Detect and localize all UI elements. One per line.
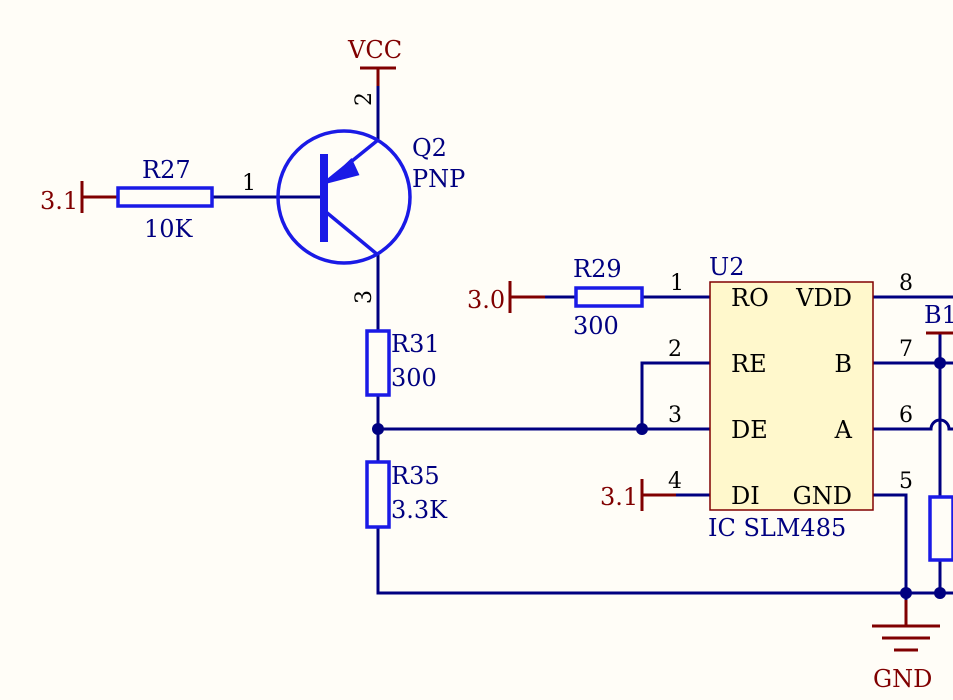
u2-pin-number-6: 6 bbox=[899, 403, 913, 428]
junction-gnd-rail bbox=[900, 587, 912, 599]
q2-type: PNP bbox=[412, 165, 465, 193]
q2-transistor[interactable] bbox=[276, 129, 412, 265]
r31-designator: R31 bbox=[391, 330, 440, 358]
u2-pin-number-5: 5 bbox=[899, 469, 913, 494]
net-3-1-left-label: 3.1 bbox=[40, 187, 78, 215]
u2-pin-di: DI bbox=[731, 482, 760, 510]
r35-body[interactable] bbox=[365, 460, 391, 529]
r29-designator: R29 bbox=[573, 255, 622, 283]
q2-envelope bbox=[276, 129, 412, 265]
u2-pin-number-3: 3 bbox=[668, 403, 682, 428]
net-3-1-bottom-label: 3.1 bbox=[600, 483, 638, 511]
u2-pin-gnd: GND bbox=[793, 482, 852, 510]
u2-designator: U2 bbox=[709, 253, 745, 281]
u2-pin-number-7: 7 bbox=[899, 337, 913, 362]
u2-pin-number-4: 4 bbox=[668, 469, 682, 494]
r27-designator: R27 bbox=[142, 156, 191, 184]
net-3-0-label: 3.0 bbox=[467, 286, 505, 314]
q2-collector-lead bbox=[324, 210, 380, 257]
junction-b1-b bbox=[934, 357, 946, 369]
u2-part: IC SLM485 bbox=[708, 514, 846, 542]
r31-body[interactable] bbox=[365, 329, 391, 397]
b1-designator: B1 bbox=[924, 301, 953, 329]
junction-re-de bbox=[636, 423, 648, 435]
wire-gnd-pin bbox=[871, 493, 908, 622]
q2-pin-collector-number: 3 bbox=[352, 290, 377, 304]
q2-pin-emitter-number: 2 bbox=[352, 92, 377, 106]
q2-pin-base-number: 1 bbox=[242, 171, 256, 196]
q2-designator: Q2 bbox=[412, 134, 447, 162]
r35-designator: R35 bbox=[391, 462, 440, 490]
gnd-label: GND bbox=[873, 665, 932, 693]
junction-b1-bottom bbox=[934, 587, 946, 599]
r31-value: 300 bbox=[391, 364, 437, 392]
junction-node-r31-r35 bbox=[372, 423, 384, 435]
u2-pin-a: A bbox=[834, 416, 853, 444]
q2-emitter-arrow bbox=[323, 158, 360, 185]
r29-body[interactable] bbox=[574, 286, 644, 308]
wire-re-de bbox=[640, 361, 712, 431]
r27-value: 10K bbox=[144, 215, 194, 243]
u2-pin-vdd: VDD bbox=[795, 284, 852, 312]
b1-body[interactable] bbox=[928, 495, 953, 562]
u2-pin-de: DE bbox=[731, 416, 768, 444]
u2-pin-re: RE bbox=[731, 350, 767, 378]
r29-value: 300 bbox=[573, 312, 619, 340]
r27-body[interactable] bbox=[116, 186, 214, 208]
u2-pin-b: B bbox=[834, 350, 852, 378]
u2-ic-body[interactable] bbox=[709, 281, 874, 511]
vcc-label: VCC bbox=[347, 36, 402, 64]
u2-pin-number-8: 8 bbox=[899, 271, 913, 296]
u2-pin-ro: RO bbox=[731, 284, 769, 312]
u2-pin-number-1: 1 bbox=[670, 271, 684, 296]
r35-value: 3.3K bbox=[391, 496, 448, 524]
u2-pin-number-2: 2 bbox=[668, 337, 682, 362]
